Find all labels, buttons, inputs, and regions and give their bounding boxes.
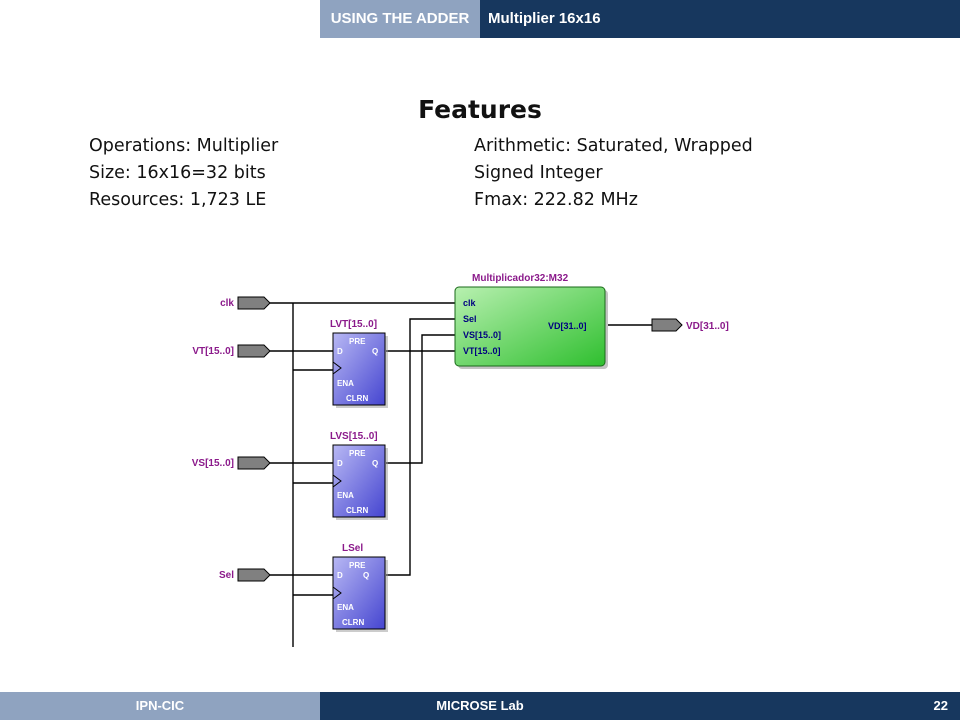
features-right-column: Arithmetic: Saturated, Wrapped Signed In…	[474, 133, 753, 214]
section-tab: USING THE ADDER	[320, 0, 480, 38]
pin-vs-label: VS[15..0]	[192, 458, 234, 469]
pin-vd-label: VD[31..0]	[686, 321, 729, 332]
feature-resources: Resources: 1,723 LE	[89, 190, 267, 210]
pin-clk-label: clk	[220, 298, 234, 309]
register-lvs-title: LVS[15..0]	[330, 431, 378, 442]
register-lsel-q: Q	[363, 571, 369, 580]
footer-bar: IPN-CIC MICROSE Lab 22	[0, 692, 960, 720]
feature-fmax: Fmax: 222.82 MHz	[474, 190, 638, 210]
register-lvt-d: D	[337, 347, 343, 356]
module-port-clk: clk	[463, 298, 477, 308]
register-lsel-d: D	[337, 571, 343, 580]
register-lsel-pre: PRE	[349, 561, 366, 570]
register-lvs-pre: PRE	[349, 449, 366, 458]
pin-vt-label: VT[15..0]	[192, 346, 234, 357]
feature-operations: Operations: Multiplier	[89, 136, 279, 156]
pin-vd-icon	[651, 318, 683, 332]
pin-sel-label: Sel	[219, 570, 234, 581]
footer-page-number: 22	[640, 692, 960, 720]
input-pins: clk VT[15..0] VS[15..0] Sel	[192, 296, 271, 582]
module-port-sel: Sel	[463, 314, 477, 324]
pin-sel-icon	[237, 568, 271, 582]
register-lvs-clrn: CLRN	[346, 506, 368, 515]
register-lvs-ena: ENA	[337, 491, 354, 500]
register-lsel: LSel PRE D Q ENA CLRN	[332, 543, 388, 632]
module-port-vs: VS[15..0]	[463, 330, 501, 340]
register-lvs: LVS[15..0] PRE D Q ENA CLRN	[330, 431, 388, 520]
multiplier-module: Multiplicador32:M32 clk Sel VS[15..0] VT…	[454, 273, 608, 369]
register-lvt-pre: PRE	[349, 337, 366, 346]
pin-vt-icon	[237, 344, 271, 358]
header-bar: USING THE ADDER Multiplier 16x16	[0, 0, 960, 38]
register-lvt: LVT[15..0] PRE D Q ENA CLRN	[330, 319, 388, 408]
feature-signed: Signed Integer	[474, 163, 603, 183]
register-lvt-q: Q	[372, 347, 378, 356]
footer-lab: MICROSE Lab	[320, 692, 640, 720]
register-lvs-d: D	[337, 459, 343, 468]
features-left-column: Operations: Multiplier Size: 16x16=32 bi…	[89, 133, 278, 214]
footer-org: IPN-CIC	[0, 692, 320, 720]
module-port-vt: VT[15..0]	[463, 346, 501, 356]
register-lsel-title: LSel	[342, 543, 363, 554]
register-lvs-q: Q	[372, 459, 378, 468]
feature-arithmetic: Arithmetic: Saturated, Wrapped	[474, 136, 753, 156]
topic-tab: Multiplier 16x16	[480, 0, 960, 38]
wires	[270, 302, 652, 647]
pin-clk-icon	[237, 296, 271, 310]
register-lvt-title: LVT[15..0]	[330, 319, 377, 330]
register-lvt-clrn: CLRN	[346, 394, 368, 403]
register-lsel-clrn: CLRN	[342, 618, 364, 627]
module-port-vd: VD[31..0]	[548, 321, 587, 331]
register-lsel-ena: ENA	[337, 603, 354, 612]
module-title: Multiplicador32:M32	[472, 273, 569, 284]
output-pin: VD[31..0]	[651, 318, 729, 332]
pin-vs-icon	[237, 456, 271, 470]
register-lvt-ena: ENA	[337, 379, 354, 388]
feature-size: Size: 16x16=32 bits	[89, 163, 266, 183]
slide-title: Features	[418, 95, 542, 124]
